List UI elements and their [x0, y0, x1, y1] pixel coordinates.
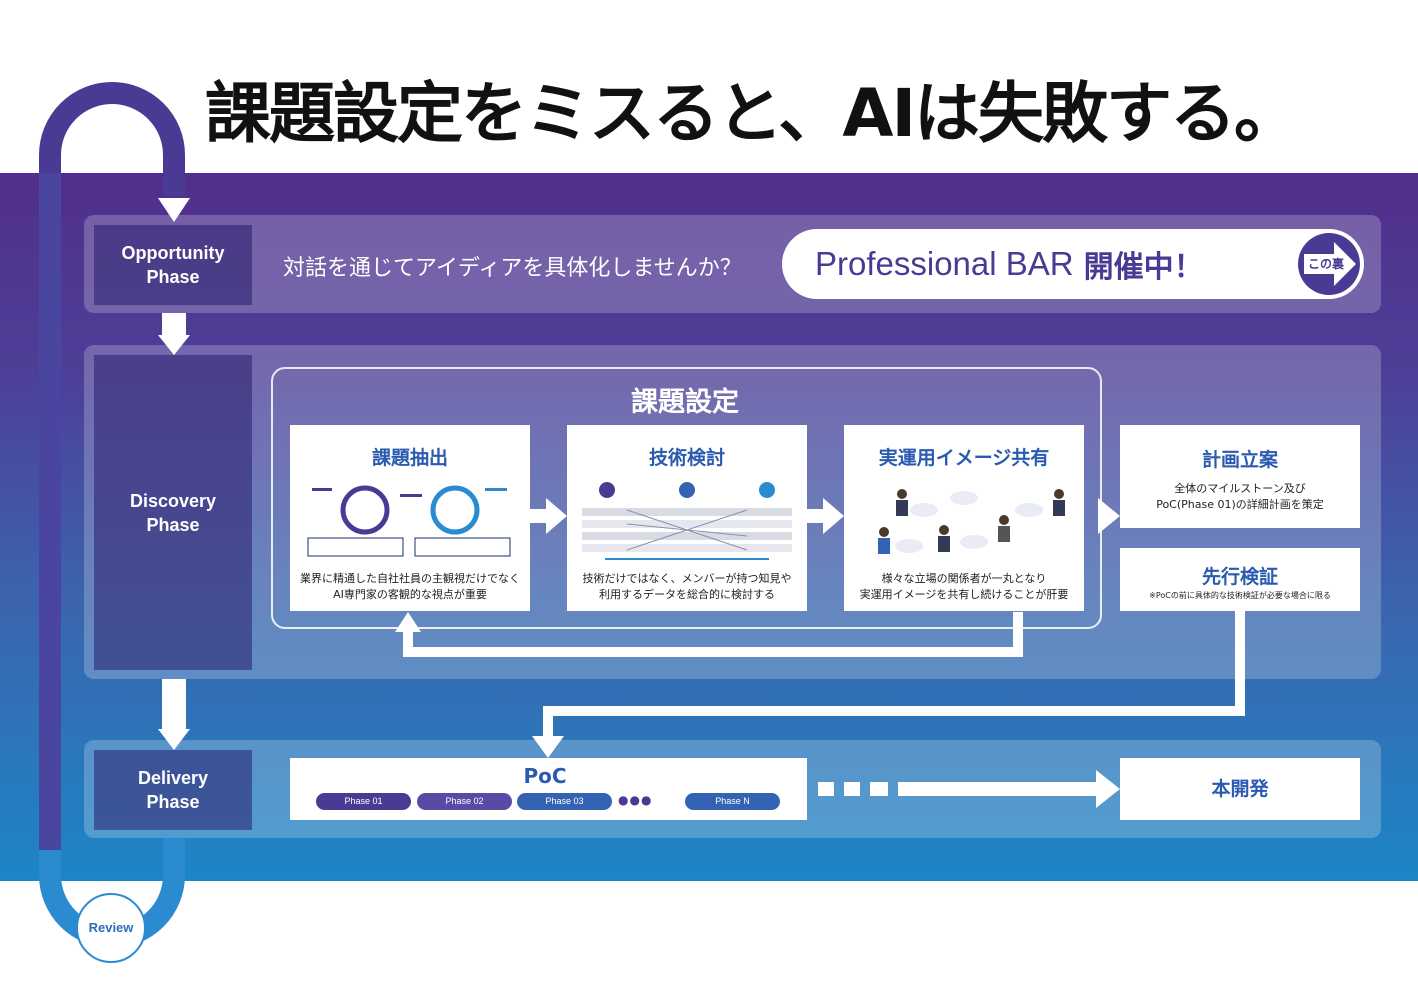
opportunity-phase-label: Opportunity Phase: [94, 225, 252, 305]
card-desc-line2: AI専門家の客観的な視点が重要: [333, 588, 487, 601]
opportunity-invitation: 対話を通じてアイディアを具体化しませんか？: [283, 256, 742, 281]
card-planning: 計画立案 全体のマイルストーン及び PoC(Phase 01)の詳細計画を策定: [1120, 425, 1360, 528]
card-title: 計画立案: [1201, 449, 1278, 471]
discovery-label-line2: Phase: [146, 514, 200, 535]
opportunity-label-line2: Phase: [146, 267, 200, 287]
problem-setting-group: [271, 367, 1102, 629]
banner-arrow-button[interactable]: この裏: [1298, 233, 1360, 295]
banner-text: Professional BAR: [815, 245, 1074, 282]
card-main-development: 本開発: [1120, 758, 1360, 820]
phase-pill-02: Phase 02: [417, 793, 512, 810]
delivery-phase-label: Delivery Phase: [94, 750, 252, 830]
banner-bold-text: 開催中！: [1083, 250, 1204, 285]
phase-ellipsis: ●●●: [618, 793, 653, 807]
page-title: 課題設定をミスると、AIは失敗する。: [205, 75, 1300, 152]
card-desc-line2: 実運用イメージを共有し続けることが肝要: [859, 588, 1069, 601]
card-title: 課題抽出: [371, 447, 448, 469]
phase-pill-01: Phase 01: [316, 793, 411, 810]
extraction-diagram-icon: [307, 485, 511, 557]
delivery-label-line1: Delivery: [137, 768, 209, 788]
card-prior-verification: 先行検証 ※PoCの前に具体的な技術検証が必要な場合に限る: [1120, 548, 1360, 611]
phase-pill-03: Phase 03: [517, 793, 612, 810]
card-title: 実運用イメージ共有: [878, 447, 1050, 469]
discovery-phase-label: Discovery Phase: [94, 355, 252, 670]
phase-pill-n: Phase N: [685, 793, 780, 810]
discovery-label-line1: Discovery: [129, 490, 217, 511]
card-problem-extraction: 課題抽出 業界に精通した自社社員の主観視だけでなく AI専門家の客観的な視点が重…: [290, 425, 530, 611]
review-badge: Review: [76, 893, 146, 963]
card-desc-line2: 利用するデータを総合的に検討する: [599, 588, 775, 601]
card-desc: ※PoCの前に具体的な技術検証が必要な場合に限る: [1149, 591, 1331, 600]
card-desc-line2: PoC(Phase 01)の詳細計画を策定: [1156, 498, 1324, 511]
card-desc-line1: 技術だけではなく、メンバーが持つ知見や: [582, 572, 792, 585]
problem-setting-title: 課題設定: [631, 387, 739, 418]
arrow-right-icon: [530, 498, 1120, 534]
delivery-label-line2: Phase: [146, 792, 200, 812]
banner-button-label: この裏: [1308, 257, 1345, 271]
opportunity-label-line1: Opportunity: [121, 243, 225, 263]
card-desc-line1: 業界に精通した自社社員の主観視だけでなく: [300, 572, 520, 585]
stakeholders-illustration-icon: [878, 489, 1065, 554]
card-title: 先行検証: [1201, 566, 1278, 588]
card-operation-image-sharing: 実運用イメージ共有 様々な立場の関係者が一丸となり 実運用イメージを共有し続ける…: [844, 425, 1084, 611]
card-desc-line1: 全体のマイルストーン及び: [1174, 482, 1306, 495]
technology-matrix-icon: [582, 482, 792, 560]
card-technology-study: 技術検討 技術だけではなく、メンバーが持つ知見や 利用するデータを総合的に検討す…: [567, 425, 807, 611]
professional-bar-banner[interactable]: Professional BAR 開催中！ この裏: [782, 229, 1364, 299]
card-title: 技術検討: [648, 447, 725, 469]
card-desc-line1: 様々な立場の関係者が一丸となり: [881, 572, 1047, 585]
arrow-right-icon: [1304, 242, 1356, 286]
poc-title: PoC: [523, 764, 567, 788]
